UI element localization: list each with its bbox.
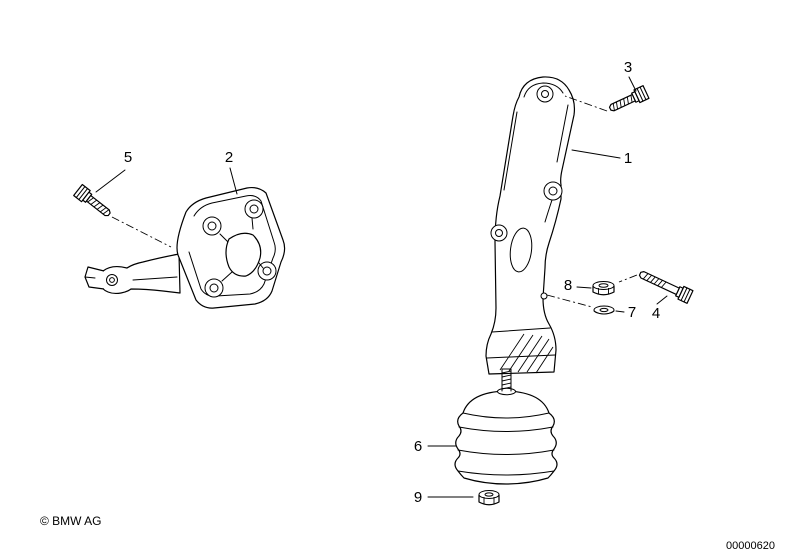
callout-1[interactable]: 1 [623, 150, 633, 167]
part-2-engine-bracket [84, 186, 286, 309]
part-7-washer [593, 305, 615, 315]
assembly-axis-lines [111, 95, 638, 308]
callout-8[interactable]: 8 [563, 277, 573, 294]
part-8-hex-nut [592, 281, 615, 296]
callout-6[interactable]: 6 [413, 438, 423, 455]
callout-5[interactable]: 5 [123, 149, 133, 166]
callout-3[interactable]: 3 [623, 59, 633, 76]
part-3-bolt [606, 85, 650, 116]
callout-7[interactable]: 7 [627, 304, 637, 321]
part-5-bolt [73, 183, 115, 221]
part-1-support-bracket [485, 76, 576, 375]
document-number: 00000620 [726, 540, 775, 552]
part-6-rubber-mount [454, 368, 558, 485]
leader-lines [95, 76, 668, 498]
bmw-copyright-text: © BMW AG [40, 514, 102, 528]
part-9-hex-nut [478, 490, 500, 506]
callout-4[interactable]: 4 [651, 305, 661, 322]
callout-9[interactable]: 9 [413, 489, 423, 506]
callout-2[interactable]: 2 [224, 149, 234, 166]
